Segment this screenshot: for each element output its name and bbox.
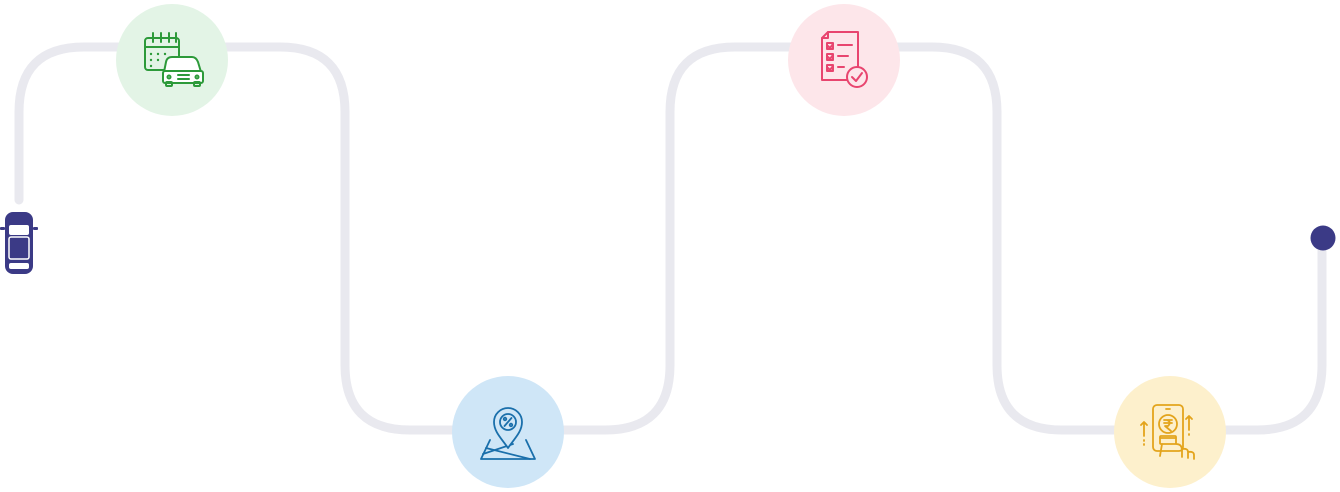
car-top-view-icon [0,212,38,274]
location-discount-map-icon [480,407,536,460]
step-schedule-test-drive[interactable] [116,4,228,116]
step-mobile-payment[interactable] [1114,376,1226,488]
journey-track [14,42,1327,435]
step-find-offer[interactable] [452,376,564,488]
rupee-mobile-payment-icon [1140,404,1195,460]
document-checklist-icon [821,31,868,88]
calendar-car-icon [144,32,204,87]
step-checklist[interactable] [788,4,900,116]
end-dot-icon [1310,225,1336,251]
